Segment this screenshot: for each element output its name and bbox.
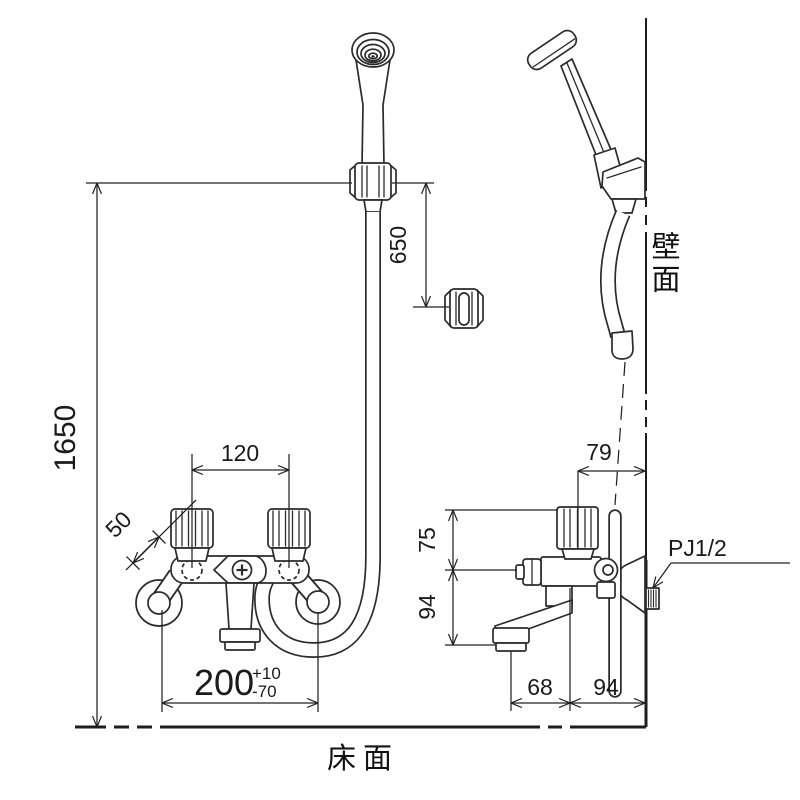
dim-200-label: 200	[194, 662, 254, 703]
pipe-nipple	[645, 587, 660, 610]
diverter-lever	[213, 555, 267, 584]
handle-mount-right	[278, 559, 300, 581]
shower-hose-side	[600, 209, 634, 506]
diverter-knob-side	[515, 558, 542, 586]
side-view	[492, 29, 660, 698]
wall-surface-label: 壁面	[647, 231, 681, 297]
faucet-body-side	[540, 556, 602, 587]
escutcheon-left	[135, 569, 185, 627]
shower-holder-side	[601, 157, 646, 214]
dim-1650-label: 1650	[49, 405, 82, 472]
dim-200-tol-plus: +10	[252, 664, 281, 683]
faucet-side	[492, 506, 660, 698]
shower-holder-lower	[444, 288, 484, 329]
faucet-front	[170, 508, 311, 651]
shower-head-front	[351, 32, 395, 167]
shower-head-side	[526, 29, 625, 189]
shower-hose-front	[253, 212, 381, 659]
dim-50-label: 50	[100, 506, 136, 542]
hose-end-fitting	[611, 330, 634, 360]
pj-callout: PJ1/2	[653, 535, 790, 588]
dim-75-label: 75	[414, 527, 440, 553]
handle-mount-left	[181, 559, 203, 581]
dim-650-label: 650	[385, 226, 411, 264]
dim-79-label: 79	[586, 439, 612, 465]
dim-200-tol-minus: -70	[252, 682, 277, 701]
pj-label: PJ1/2	[668, 535, 727, 561]
shower-holder-upper	[349, 162, 397, 213]
front-view	[135, 32, 484, 659]
hose-nut-side	[596, 581, 616, 599]
dim-94-bottom-label: 94	[593, 674, 619, 700]
dim-120-label: 120	[221, 440, 259, 466]
dim-68-label: 68	[527, 674, 553, 700]
floor-surface-label: 床面	[327, 742, 399, 775]
spout-front	[219, 582, 261, 651]
dim-94-left-label: 94	[414, 594, 440, 620]
hose-continuation-dashed	[614, 361, 626, 506]
wall-bracket-side	[617, 555, 646, 614]
dimensions: 1650 650 120 50 200 +10 -70 79	[49, 182, 790, 727]
spout-side	[492, 585, 573, 652]
